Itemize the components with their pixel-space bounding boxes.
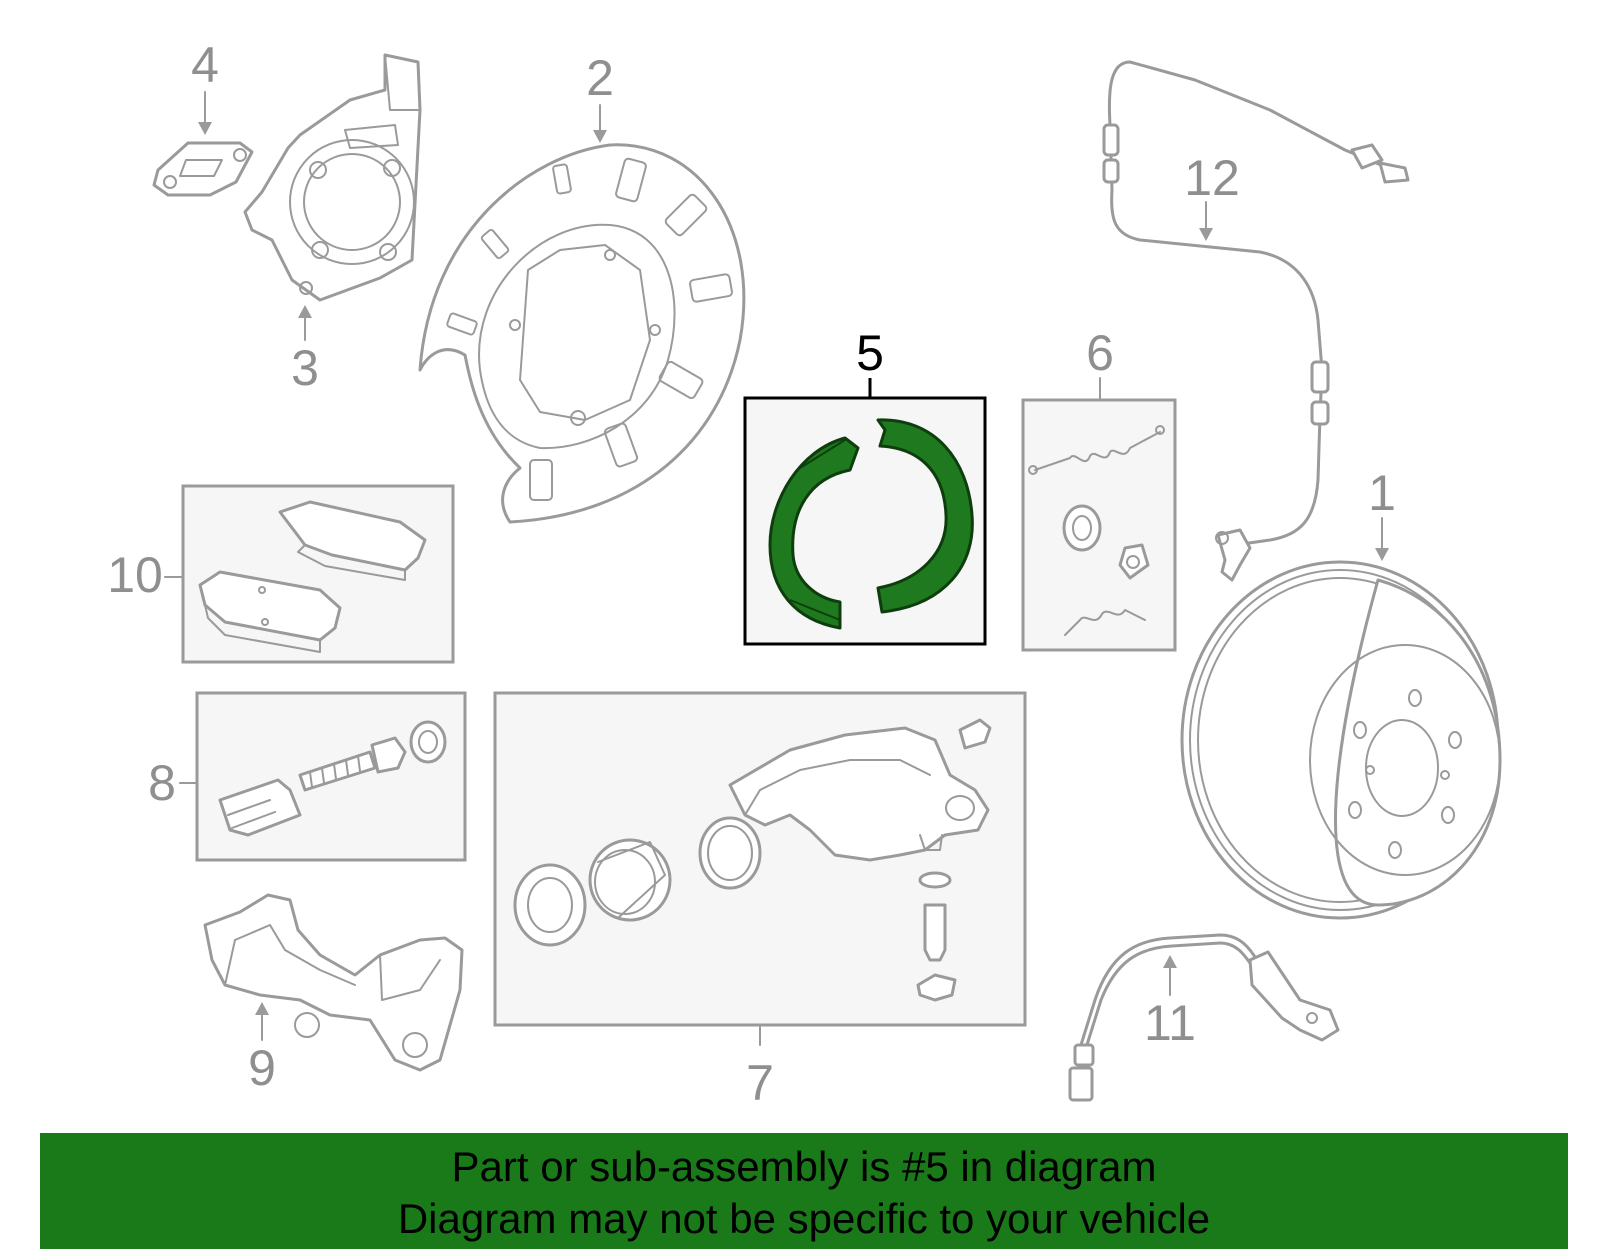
banner-line-part: Part or sub-assembly is #5 in diagram	[451, 1143, 1157, 1190]
svg-text:7: 7	[746, 1055, 774, 1111]
banner-line-disclaimer: Diagram may not be specific to your vehi…	[397, 1195, 1211, 1242]
part-2-drawing	[418, 143, 746, 524]
callout-8: 8	[148, 755, 199, 811]
callout-9: 9	[248, 1002, 276, 1096]
callout-5: 5	[856, 325, 884, 398]
info-banner: Part or sub-assembly is #5 in diagram Di…	[40, 1133, 1568, 1249]
svg-text:6: 6	[1086, 325, 1114, 381]
part-3-drawing	[243, 53, 422, 302]
svg-text:10: 10	[107, 547, 163, 603]
svg-text:9: 9	[248, 1040, 276, 1096]
part-8-drawing	[218, 720, 447, 837]
callout-2: 2	[586, 50, 614, 143]
part-11-drawing	[1068, 933, 1340, 1102]
svg-text:2: 2	[586, 50, 614, 106]
svg-text:12: 12	[1184, 150, 1240, 206]
callout-12: 12	[1184, 150, 1240, 241]
part-9-drawing	[203, 893, 464, 1072]
callout-1: 1	[1368, 465, 1396, 561]
part-1-drawing	[1180, 560, 1502, 920]
svg-text:4: 4	[191, 37, 219, 93]
svg-text:11: 11	[1144, 995, 1196, 1051]
callout-7: 7	[746, 1024, 774, 1111]
callout-11: 11	[1144, 955, 1196, 1051]
callout-10: 10	[107, 547, 186, 603]
callout-3: 3	[291, 305, 319, 396]
svg-text:1: 1	[1368, 465, 1396, 521]
part-7-drawing	[513, 718, 992, 1002]
svg-text:3: 3	[291, 340, 319, 396]
svg-text:8: 8	[148, 755, 176, 811]
part-5-brake-shoes	[768, 418, 974, 630]
callout-6: 6	[1086, 325, 1114, 401]
part-6-drawing	[1028, 425, 1165, 636]
callout-4: 4	[191, 37, 219, 135]
part-12-drawing	[1102, 60, 1410, 582]
part-10-drawing	[198, 500, 427, 653]
part-4-drawing	[152, 141, 254, 197]
svg-text:5: 5	[856, 325, 884, 381]
